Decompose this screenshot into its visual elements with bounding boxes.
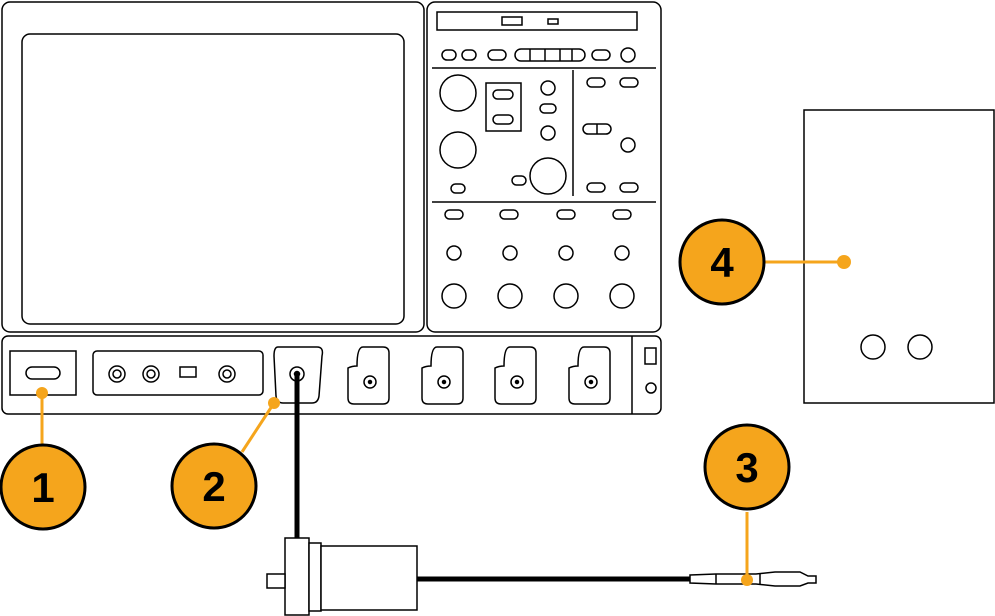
oscilloscope-screen [21,33,405,325]
oscilloscope [1,1,662,415]
ground-terminal[interactable] [645,382,657,394]
small-button[interactable] [450,183,466,194]
small-button[interactable] [586,182,606,193]
knob[interactable] [529,157,567,195]
usb-port-icon[interactable] [179,366,197,378]
port-icon[interactable] [108,365,126,383]
aux-connector[interactable] [644,347,657,365]
connector-bay [92,350,264,396]
external-device [803,109,995,404]
small-knob[interactable] [620,137,636,153]
control-panel-top-strip [436,11,638,31]
power-button[interactable] [25,366,61,380]
callout-4-label: 4 [710,239,734,286]
small-button[interactable] [511,175,527,186]
channel-inputs[interactable] [347,346,611,405]
callout-1-label: 1 [31,464,54,511]
small-button[interactable] [539,103,557,114]
small-button[interactable] [619,182,639,193]
small-knob[interactable] [540,125,556,141]
leader-lines [36,255,851,586]
top-strip-indicator [501,16,523,26]
optical-adapter [266,537,418,616]
small-button[interactable] [492,114,514,125]
top-strip-indicator [547,18,559,25]
port-icon[interactable] [218,365,236,383]
callout-4: 4 [678,218,766,306]
fiber-connector-tip [689,571,817,587]
knob[interactable] [439,74,477,112]
callout-1: 1 [0,443,87,531]
small-button[interactable] [586,77,606,88]
port-icon[interactable] [142,365,160,383]
callout-2-label: 2 [202,463,225,510]
external-device-box [803,109,995,404]
knob[interactable] [439,131,477,169]
callout-2: 2 [170,442,258,530]
top-button-row[interactable] [441,47,636,63]
vertical-controls[interactable] [441,209,635,309]
device-port[interactable] [860,334,886,360]
callout-3-label: 3 [735,444,758,491]
small-button[interactable] [492,89,514,100]
device-port[interactable] [907,334,933,360]
callout-3: 3 [703,423,791,511]
small-button[interactable] [619,77,639,88]
small-knob[interactable] [540,80,556,96]
